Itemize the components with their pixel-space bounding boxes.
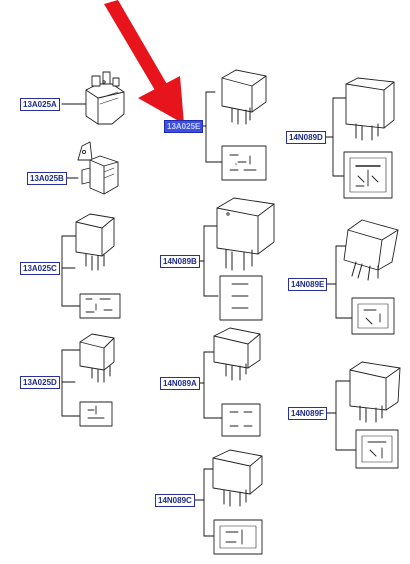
pointer-arrow: [104, 0, 184, 124]
part-label-13a025e[interactable]: 13A025E: [164, 120, 204, 133]
part-label-13a025b[interactable]: 13A025B: [27, 172, 67, 185]
relay-14n089c-drawing: [212, 449, 263, 555]
relay-13a025c-drawing: [75, 213, 121, 319]
bracket-lines: [61, 91, 357, 537]
relay-13a025d-drawing: [79, 333, 115, 427]
part-label-14n089b[interactable]: 14N089B: [160, 255, 200, 268]
relay-14n089b-drawing: [216, 197, 275, 321]
pointer-arrow-shaft: [104, 0, 168, 92]
part-label-14n089d[interactable]: 14N089D: [286, 131, 326, 144]
relay-14n089f-drawing: [349, 361, 401, 469]
part-label-14n089e[interactable]: 14N089E: [288, 278, 328, 291]
part-label-13a025a[interactable]: 13A025A: [20, 98, 60, 111]
part-label-14n089a[interactable]: 14N089A: [160, 377, 200, 390]
pointer-arrow-head: [138, 76, 184, 124]
relay-14n089d-drawing: [343, 77, 395, 199]
relay-13a025b-drawing: [77, 141, 119, 195]
part-label-13a025c[interactable]: 13A025C: [20, 262, 60, 275]
part-label-14n089c[interactable]: 14N089C: [155, 494, 195, 507]
part-label-13a025d[interactable]: 13A025D: [20, 376, 60, 389]
part-label-14n089f[interactable]: 14N089F: [288, 407, 327, 420]
relay-14n089e-drawing: [343, 219, 399, 335]
relay-13a025e-drawing: [221, 69, 267, 181]
relay-14n089a-drawing: [213, 327, 261, 437]
relay-13a025a-drawing: [85, 71, 125, 125]
